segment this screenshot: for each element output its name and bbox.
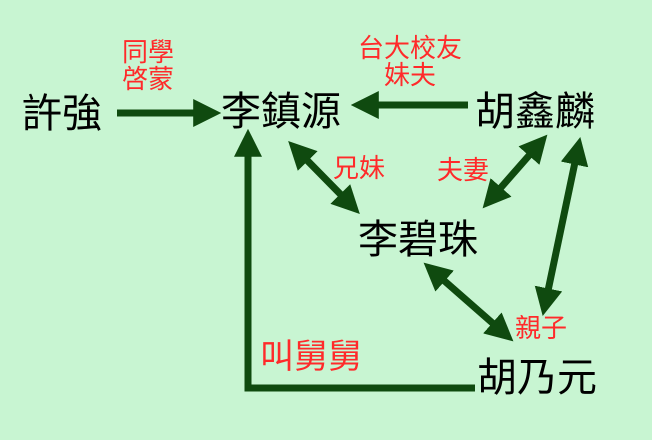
node-li-bizhu: 李碧珠 <box>358 217 478 263</box>
arrow-parent-child <box>423 262 514 342</box>
label-uncle: 叫舅舅 <box>260 337 362 377</box>
node-xu-qiang: 許強 <box>22 91 102 137</box>
arrow-spouses <box>482 134 548 209</box>
label-spouses: 夫妻 <box>437 156 490 186</box>
label-alumni: 台大校友 妹夫 <box>358 34 463 92</box>
label-siblings: 兄妹 <box>333 154 386 184</box>
label-classmate: 同學 啓蒙 <box>122 38 175 96</box>
arrow-uncle <box>234 128 475 392</box>
label-classmate-line1: 同學 <box>122 38 175 68</box>
node-hu-naiyuan: 胡乃元 <box>477 355 597 401</box>
arrow-hu-naiyuan <box>534 137 589 316</box>
label-alumni-line2: 妹夫 <box>384 61 437 92</box>
label-classmate-line2: 啓蒙 <box>122 65 175 96</box>
arrow-siblings <box>288 141 360 214</box>
node-li-zhenyuan: 李鎮源 <box>221 89 341 135</box>
node-hu-xinlin: 胡鑫麟 <box>475 89 595 135</box>
label-parent-child: 親子 <box>515 314 568 344</box>
label-alumni-line1: 台大校友 <box>358 34 463 64</box>
